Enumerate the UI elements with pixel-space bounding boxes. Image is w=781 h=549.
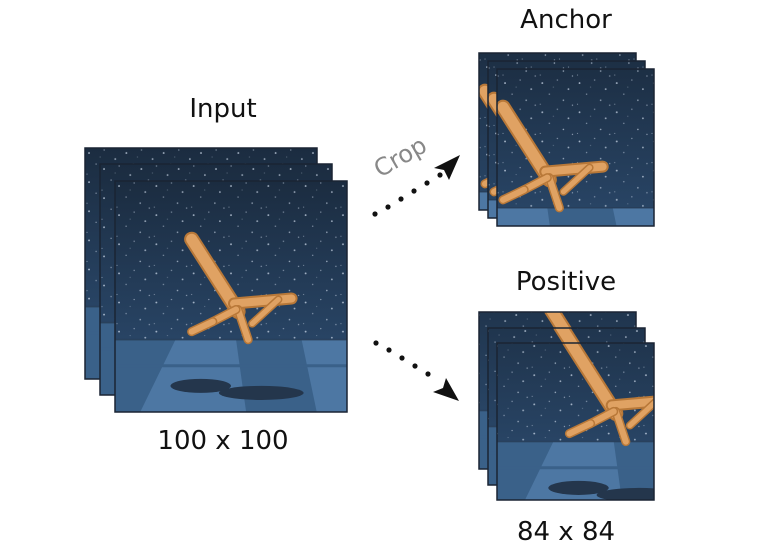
arrowhead-icon [434,155,460,180]
positive-stack [478,311,655,501]
input-size-label: 100 x 100 [157,426,289,456]
positive-frame-front [496,342,655,501]
crop-label: Crop [369,131,432,183]
anchor-frame-front [496,68,655,227]
anchor-title: Anchor [520,5,612,35]
crop-size-label: 84 x 84 [516,517,616,547]
anchor-stack [478,52,655,227]
positive-title: Positive [515,267,617,297]
arrowhead-icon [433,378,459,401]
arrow-to-anchor [372,155,460,217]
input-stack [84,147,348,413]
input-title: Input [189,94,257,124]
arrow-to-positive [373,340,459,401]
input-frame-front [114,180,348,413]
